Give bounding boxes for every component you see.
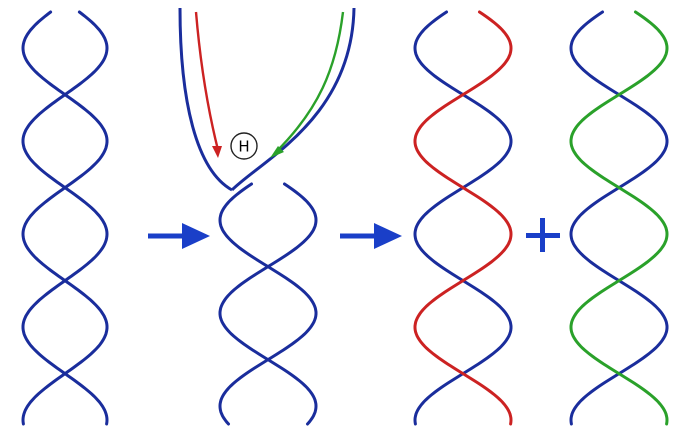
- fork-strand-a: [218, 182, 318, 426]
- helicase-ring: [230, 132, 258, 160]
- right-arrow-icon: [340, 223, 402, 249]
- green-arrowhead-icon: [270, 146, 284, 158]
- helicase-label: H: [238, 138, 249, 156]
- daughter-helix-red: [413, 10, 513, 426]
- unwound-parent-strand: [178, 7, 356, 192]
- new-green-strand: [275, 11, 345, 153]
- plus-icon: [526, 218, 560, 252]
- daughter-helix-green: [569, 10, 669, 426]
- daughter-red-new-strand: [413, 10, 513, 426]
- red-arrowhead-icon: [212, 146, 222, 158]
- fork-helix: H: [178, 7, 356, 426]
- parent-helix: [21, 10, 109, 426]
- parent-strand-a: [21, 10, 109, 426]
- arrow-head: [182, 223, 210, 249]
- arrow-shaft: [340, 233, 378, 239]
- daughter-green-new-strand: [569, 10, 669, 426]
- fork-strand-b: [218, 182, 318, 426]
- daughter-red-parent-strand: [413, 10, 513, 426]
- parent-strand-b: [21, 10, 109, 426]
- right-arrow-icon: [148, 223, 210, 249]
- helicase-marker: H: [230, 132, 258, 160]
- new-red-strand: [194, 11, 220, 151]
- arrow-head: [374, 223, 402, 249]
- daughter-green-parent-strand: [569, 10, 669, 426]
- arrow-shaft: [148, 233, 186, 239]
